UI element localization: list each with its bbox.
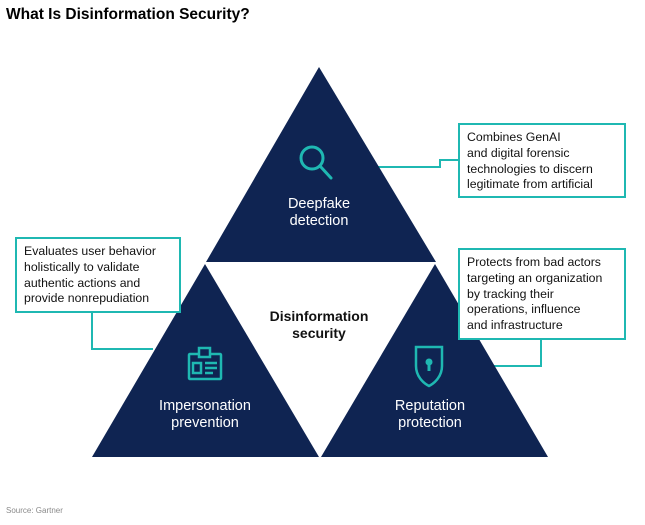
triangle-reputation-protection <box>321 264 548 457</box>
disinformation-security-label: Disinformation security <box>269 308 369 341</box>
deepfake-detection-label: Deepfake detection <box>287 196 351 229</box>
diagram-title: What Is Disinformation Security? <box>6 6 250 23</box>
connector-line-reputation <box>492 339 542 367</box>
shield-icon <box>414 345 444 388</box>
callout-impersonation-prevention: Evaluates user behavior holistically to … <box>15 237 181 313</box>
id-badge-icon <box>187 346 223 381</box>
connector-line-impersonation <box>91 312 153 350</box>
connector-line-deepfake <box>372 159 458 168</box>
reputation-protection-label: Reputation protection <box>394 398 466 431</box>
source-note: Source: Gartner <box>6 506 63 515</box>
impersonation-prevention-label: Impersonation prevention <box>159 398 251 431</box>
magnifier-icon <box>299 145 333 180</box>
callout-reputation-protection: Protects from bad actors targeting an or… <box>458 248 626 340</box>
callout-deepfake-detection: Combines GenAI and digital forensic tech… <box>458 123 626 198</box>
triangle-impersonation-prevention <box>92 264 319 457</box>
